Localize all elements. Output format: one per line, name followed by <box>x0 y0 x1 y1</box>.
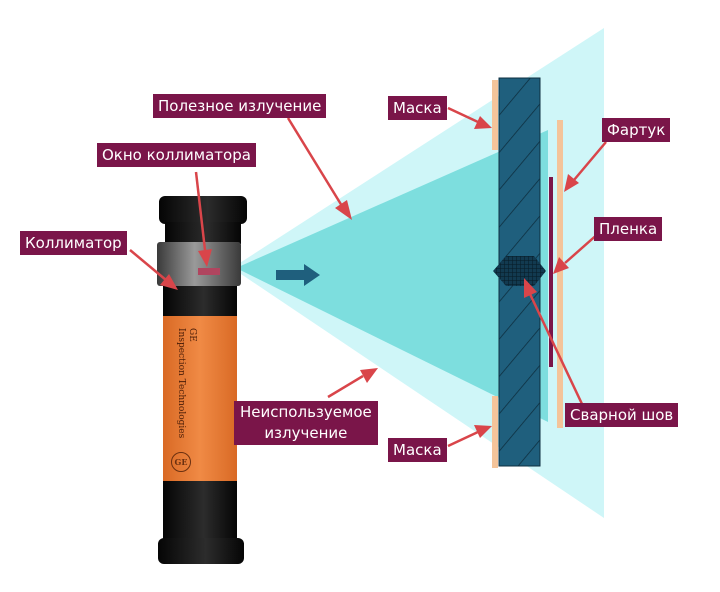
tube-black-band <box>163 286 237 316</box>
label-useful-radiation: Полезное излучение <box>153 94 327 118</box>
tube-bottom-cap <box>158 538 244 564</box>
arrow-mask-bottom <box>447 425 492 448</box>
beam-direction-icon <box>276 264 320 286</box>
tube-top-cap <box>159 196 247 224</box>
label-collimator-window: Окно коллиматора <box>97 143 256 167</box>
label-collimator: Коллиматор <box>20 231 127 255</box>
arrow-useful-radiation <box>286 117 352 220</box>
tube-bottom-neck <box>163 481 237 541</box>
label-mask-bottom: Маска <box>388 438 447 462</box>
arrow-mask-top <box>447 106 492 129</box>
label-film: Пленка <box>594 217 663 241</box>
arrow-unused-radiation <box>327 368 378 399</box>
label-mask-top: Маска <box>388 96 447 120</box>
label-unused-radiation-line1: Неиспользуемое <box>240 403 372 421</box>
tube-brand-line2: Inspection Technologies <box>176 328 186 439</box>
label-apron: Фартук <box>602 118 671 142</box>
label-unused-radiation-line2: излучение <box>264 424 348 442</box>
tube-brand-line1: GE <box>187 328 197 342</box>
mask-bottom <box>492 396 498 468</box>
arrow-apron <box>564 141 607 192</box>
film <box>549 177 553 367</box>
ge-logo-icon: GE <box>171 452 191 472</box>
label-weld-seam: Сварной шов <box>565 403 679 427</box>
collimator-window <box>198 268 220 275</box>
label-unused-radiation: Неиспользуемое излучение <box>234 401 378 445</box>
useful-radiation-beam <box>236 130 548 422</box>
arrow-weld-seam <box>524 278 584 405</box>
arrow-collimator-window <box>194 171 212 267</box>
arrow-collimator <box>129 249 178 290</box>
apron <box>557 120 563 428</box>
mask-top <box>492 80 498 150</box>
weld-seam <box>493 256 546 286</box>
